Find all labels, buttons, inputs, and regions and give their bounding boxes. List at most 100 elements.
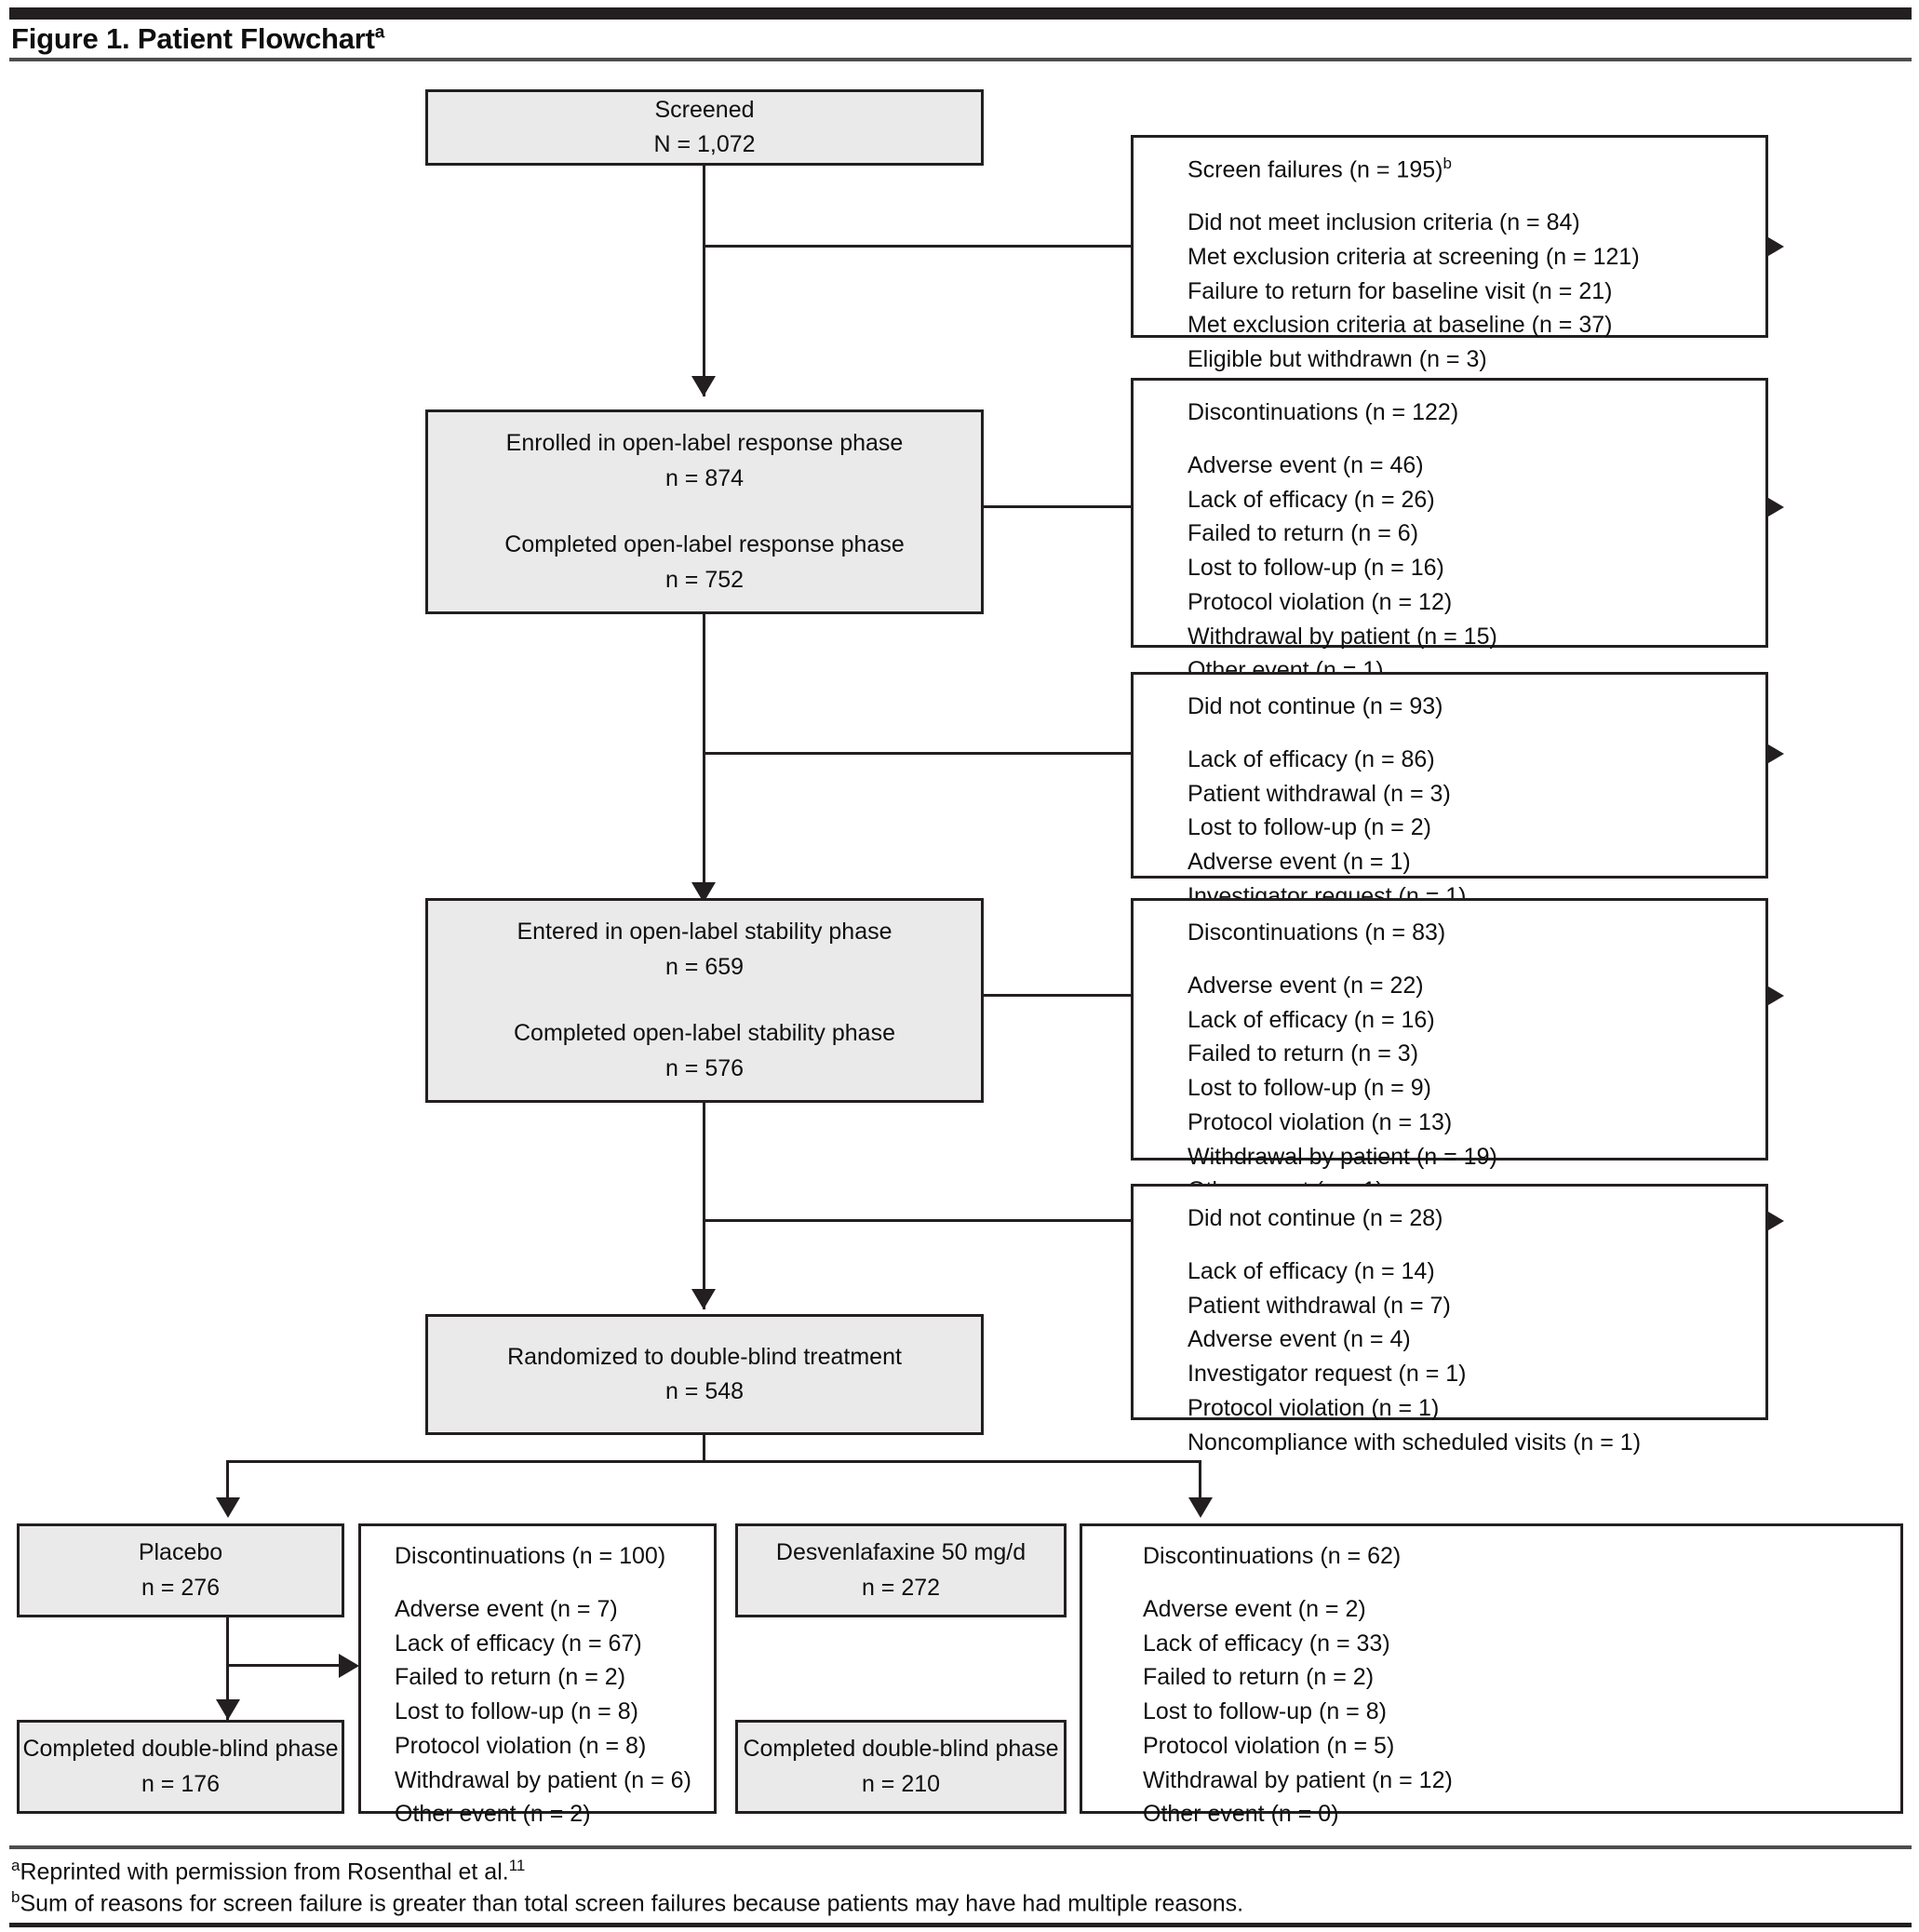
footnote-a-marker: a bbox=[11, 1857, 20, 1874]
arrowhead-placebo-completed bbox=[216, 1699, 240, 1720]
footnote-a-reference: 11 bbox=[508, 1857, 526, 1874]
arrowhead-response-discontinuations bbox=[1764, 495, 1784, 519]
dropout-desvenlafaxine-discontinuations: Discontinuations (n = 62) Adverse event … bbox=[1080, 1523, 1903, 1827]
figure-title-text: Figure 1. Patient Flowchart bbox=[11, 22, 375, 55]
list-item: Failed to return (n = 6) bbox=[1188, 520, 1419, 547]
arrowhead-stability bbox=[691, 882, 716, 903]
dropout-screen-failures-heading-text: Screen failures (n = 195) bbox=[1188, 156, 1443, 183]
node-stability-text: Entered in open-label stability phase n … bbox=[428, 901, 981, 1100]
arrowhead-desvenlafaxine bbox=[1188, 1497, 1213, 1518]
dropout-placebo-discontinuations-content: Discontinuations (n = 100) Adverse event… bbox=[395, 1539, 706, 1831]
dropout-screen-failures-footnote-marker: b bbox=[1443, 154, 1452, 172]
list-item: Investigator request (n = 1) bbox=[1188, 1361, 1467, 1387]
dropout-stability-did-not-continue-heading: Did not continue (n = 28) bbox=[1188, 1205, 1443, 1231]
list-item: Adverse event (n = 7) bbox=[395, 1595, 618, 1622]
title-underline-rule bbox=[9, 58, 1912, 61]
list-item: Lack of efficacy (n = 14) bbox=[1188, 1257, 1435, 1284]
footnotes: aReprinted with permission from Rosentha… bbox=[11, 1856, 1910, 1920]
connector-randomized-to-placebo bbox=[226, 1460, 229, 1509]
node-placebo-completed-line2: n = 176 bbox=[141, 1770, 221, 1797]
dropout-desvenlafaxine-discontinuations-heading: Discontinuations (n = 62) bbox=[1143, 1543, 1402, 1569]
node-placebo: Placebo n = 276 bbox=[17, 1523, 344, 1617]
list-item: Failed to return (n = 2) bbox=[1143, 1664, 1375, 1691]
node-stability-line3: Completed open-label stability phase bbox=[514, 1020, 895, 1046]
node-enrolled-line2: n = 874 bbox=[664, 464, 745, 491]
dropout-response-discontinuations: Discontinuations (n = 122) Adverse event… bbox=[1131, 378, 1768, 683]
node-stability-line4: n = 576 bbox=[664, 1054, 745, 1081]
list-item: Adverse event (n = 2) bbox=[1143, 1595, 1366, 1622]
dropout-response-discontinuations-content: Discontinuations (n = 122) Adverse event… bbox=[1188, 396, 1758, 688]
node-screened-line2: N = 1,072 bbox=[653, 131, 756, 157]
node-enrolled-line3: Completed open-label response phase bbox=[504, 531, 905, 557]
arrowhead-placebo-discontinuations bbox=[339, 1654, 359, 1678]
dropout-desvenlafaxine-discontinuations-content: Discontinuations (n = 62) Adverse event … bbox=[1143, 1539, 1893, 1831]
node-stability: Entered in open-label stability phase n … bbox=[425, 898, 984, 1103]
dropout-stability-did-not-continue-content: Did not continue (n = 28) Lack of effica… bbox=[1188, 1201, 1758, 1459]
connector-randomized-to-desvenlafaxine bbox=[1199, 1460, 1201, 1509]
list-item: Protocol violation (n = 5) bbox=[1143, 1732, 1395, 1759]
list-item: Failed to return (n = 3) bbox=[1188, 1040, 1419, 1067]
connector-screened-to-enrolled bbox=[703, 138, 705, 396]
list-item: Lost to follow-up (n = 2) bbox=[1188, 814, 1431, 841]
list-item: Patient withdrawal (n = 3) bbox=[1188, 780, 1451, 807]
list-item: Noncompliance with scheduled visits (n =… bbox=[1188, 1429, 1642, 1456]
list-item: Protocol violation (n = 8) bbox=[395, 1732, 647, 1759]
node-placebo-text: Placebo n = 276 bbox=[20, 1526, 342, 1615]
list-item: Failed to return (n = 2) bbox=[395, 1664, 626, 1691]
node-randomized-line2: n = 548 bbox=[664, 1378, 745, 1404]
list-item: Withdrawal by patient (n = 6) bbox=[395, 1766, 691, 1793]
list-item: Patient withdrawal (n = 7) bbox=[1188, 1292, 1451, 1319]
dropout-placebo-discontinuations: Discontinuations (n = 100) Adverse event… bbox=[358, 1523, 717, 1827]
list-item: Withdrawal by patient (n = 12) bbox=[1143, 1766, 1453, 1793]
list-item: Eligible but withdrawn (n = 3) bbox=[1188, 346, 1487, 373]
list-item: Lack of efficacy (n = 86) bbox=[1188, 745, 1435, 772]
list-item: Lack of efficacy (n = 16) bbox=[1188, 1006, 1435, 1033]
list-item: Other event (n = 0) bbox=[1143, 1801, 1339, 1828]
node-desvenlafaxine: Desvenlafaxine 50 mg/d n = 272 bbox=[735, 1523, 1067, 1617]
node-placebo-line1: Placebo bbox=[138, 1539, 223, 1565]
node-desvenlafaxine-completed-line1: Completed double-blind phase bbox=[743, 1736, 1059, 1762]
node-desvenlafaxine-line2: n = 272 bbox=[861, 1574, 941, 1601]
footnote-a-text: Reprinted with permission from Rosenthal… bbox=[20, 1858, 509, 1885]
list-item: Adverse event (n = 22) bbox=[1188, 972, 1424, 999]
list-item: Other event (n = 2) bbox=[395, 1801, 591, 1828]
node-placebo-line2: n = 276 bbox=[141, 1574, 221, 1601]
list-item: Met exclusion criteria at screening (n =… bbox=[1188, 243, 1640, 270]
dropout-screen-failures: Screen failures (n = 195)b Did not meet … bbox=[1131, 135, 1768, 372]
footnote-bottom-rule bbox=[9, 1923, 1912, 1927]
node-enrolled-line4: n = 752 bbox=[664, 566, 745, 593]
figure-title: Figure 1. Patient Flowcharta bbox=[11, 22, 384, 56]
arrowhead-placebo bbox=[216, 1497, 240, 1518]
arrowhead-screen-failures bbox=[1764, 235, 1784, 259]
arrowhead-response-did-not-continue bbox=[1764, 742, 1784, 766]
node-randomized-line1: Randomized to double-blind treatment bbox=[507, 1343, 902, 1370]
dropout-stability-did-not-continue: Did not continue (n = 28) Lack of effica… bbox=[1131, 1184, 1768, 1456]
list-item: Lack of efficacy (n = 26) bbox=[1188, 486, 1435, 513]
dropout-stability-discontinuations: Discontinuations (n = 83) Adverse event … bbox=[1131, 898, 1768, 1203]
node-stability-line1: Entered in open-label stability phase bbox=[517, 919, 892, 945]
connector-randomized-trunk bbox=[703, 1433, 705, 1463]
figure-title-footnote-marker: a bbox=[374, 22, 385, 43]
arrowhead-enrolled bbox=[691, 376, 716, 396]
connector-stability-to-randomized bbox=[703, 1103, 705, 1309]
node-randomized: Randomized to double-blind treatment n =… bbox=[425, 1314, 984, 1435]
node-screened-text: Screened N = 1,072 bbox=[428, 92, 981, 163]
list-item: Lack of efficacy (n = 33) bbox=[1143, 1630, 1390, 1657]
dropout-response-did-not-continue-heading: Did not continue (n = 93) bbox=[1188, 693, 1443, 719]
list-item: Withdrawal by patient (n = 19) bbox=[1188, 1143, 1497, 1170]
list-item: Lack of efficacy (n = 67) bbox=[395, 1630, 642, 1657]
arrowhead-stability-did-not-continue bbox=[1764, 1209, 1784, 1233]
footnote-b-text: Sum of reasons for screen failure is gre… bbox=[20, 1890, 1244, 1917]
list-item: Lost to follow-up (n = 9) bbox=[1188, 1075, 1431, 1101]
dropout-response-did-not-continue-content: Did not continue (n = 93) Lack of effica… bbox=[1188, 690, 1758, 914]
list-item: Lost to follow-up (n = 8) bbox=[1143, 1698, 1387, 1724]
top-rule bbox=[9, 7, 1912, 20]
connector-placebo-to-discontinuations bbox=[226, 1664, 343, 1667]
list-item: Met exclusion criteria at baseline (n = … bbox=[1188, 312, 1613, 339]
dropout-screen-failures-content: Screen failures (n = 195)b Did not meet … bbox=[1188, 153, 1758, 377]
node-screened: Screened N = 1,072 bbox=[425, 89, 984, 166]
node-desvenlafaxine-line1: Desvenlafaxine 50 mg/d bbox=[775, 1539, 1027, 1565]
list-item: Adverse event (n = 4) bbox=[1188, 1326, 1411, 1353]
list-item: Failure to return for baseline visit (n … bbox=[1188, 277, 1613, 304]
node-stability-line2: n = 659 bbox=[664, 953, 745, 980]
